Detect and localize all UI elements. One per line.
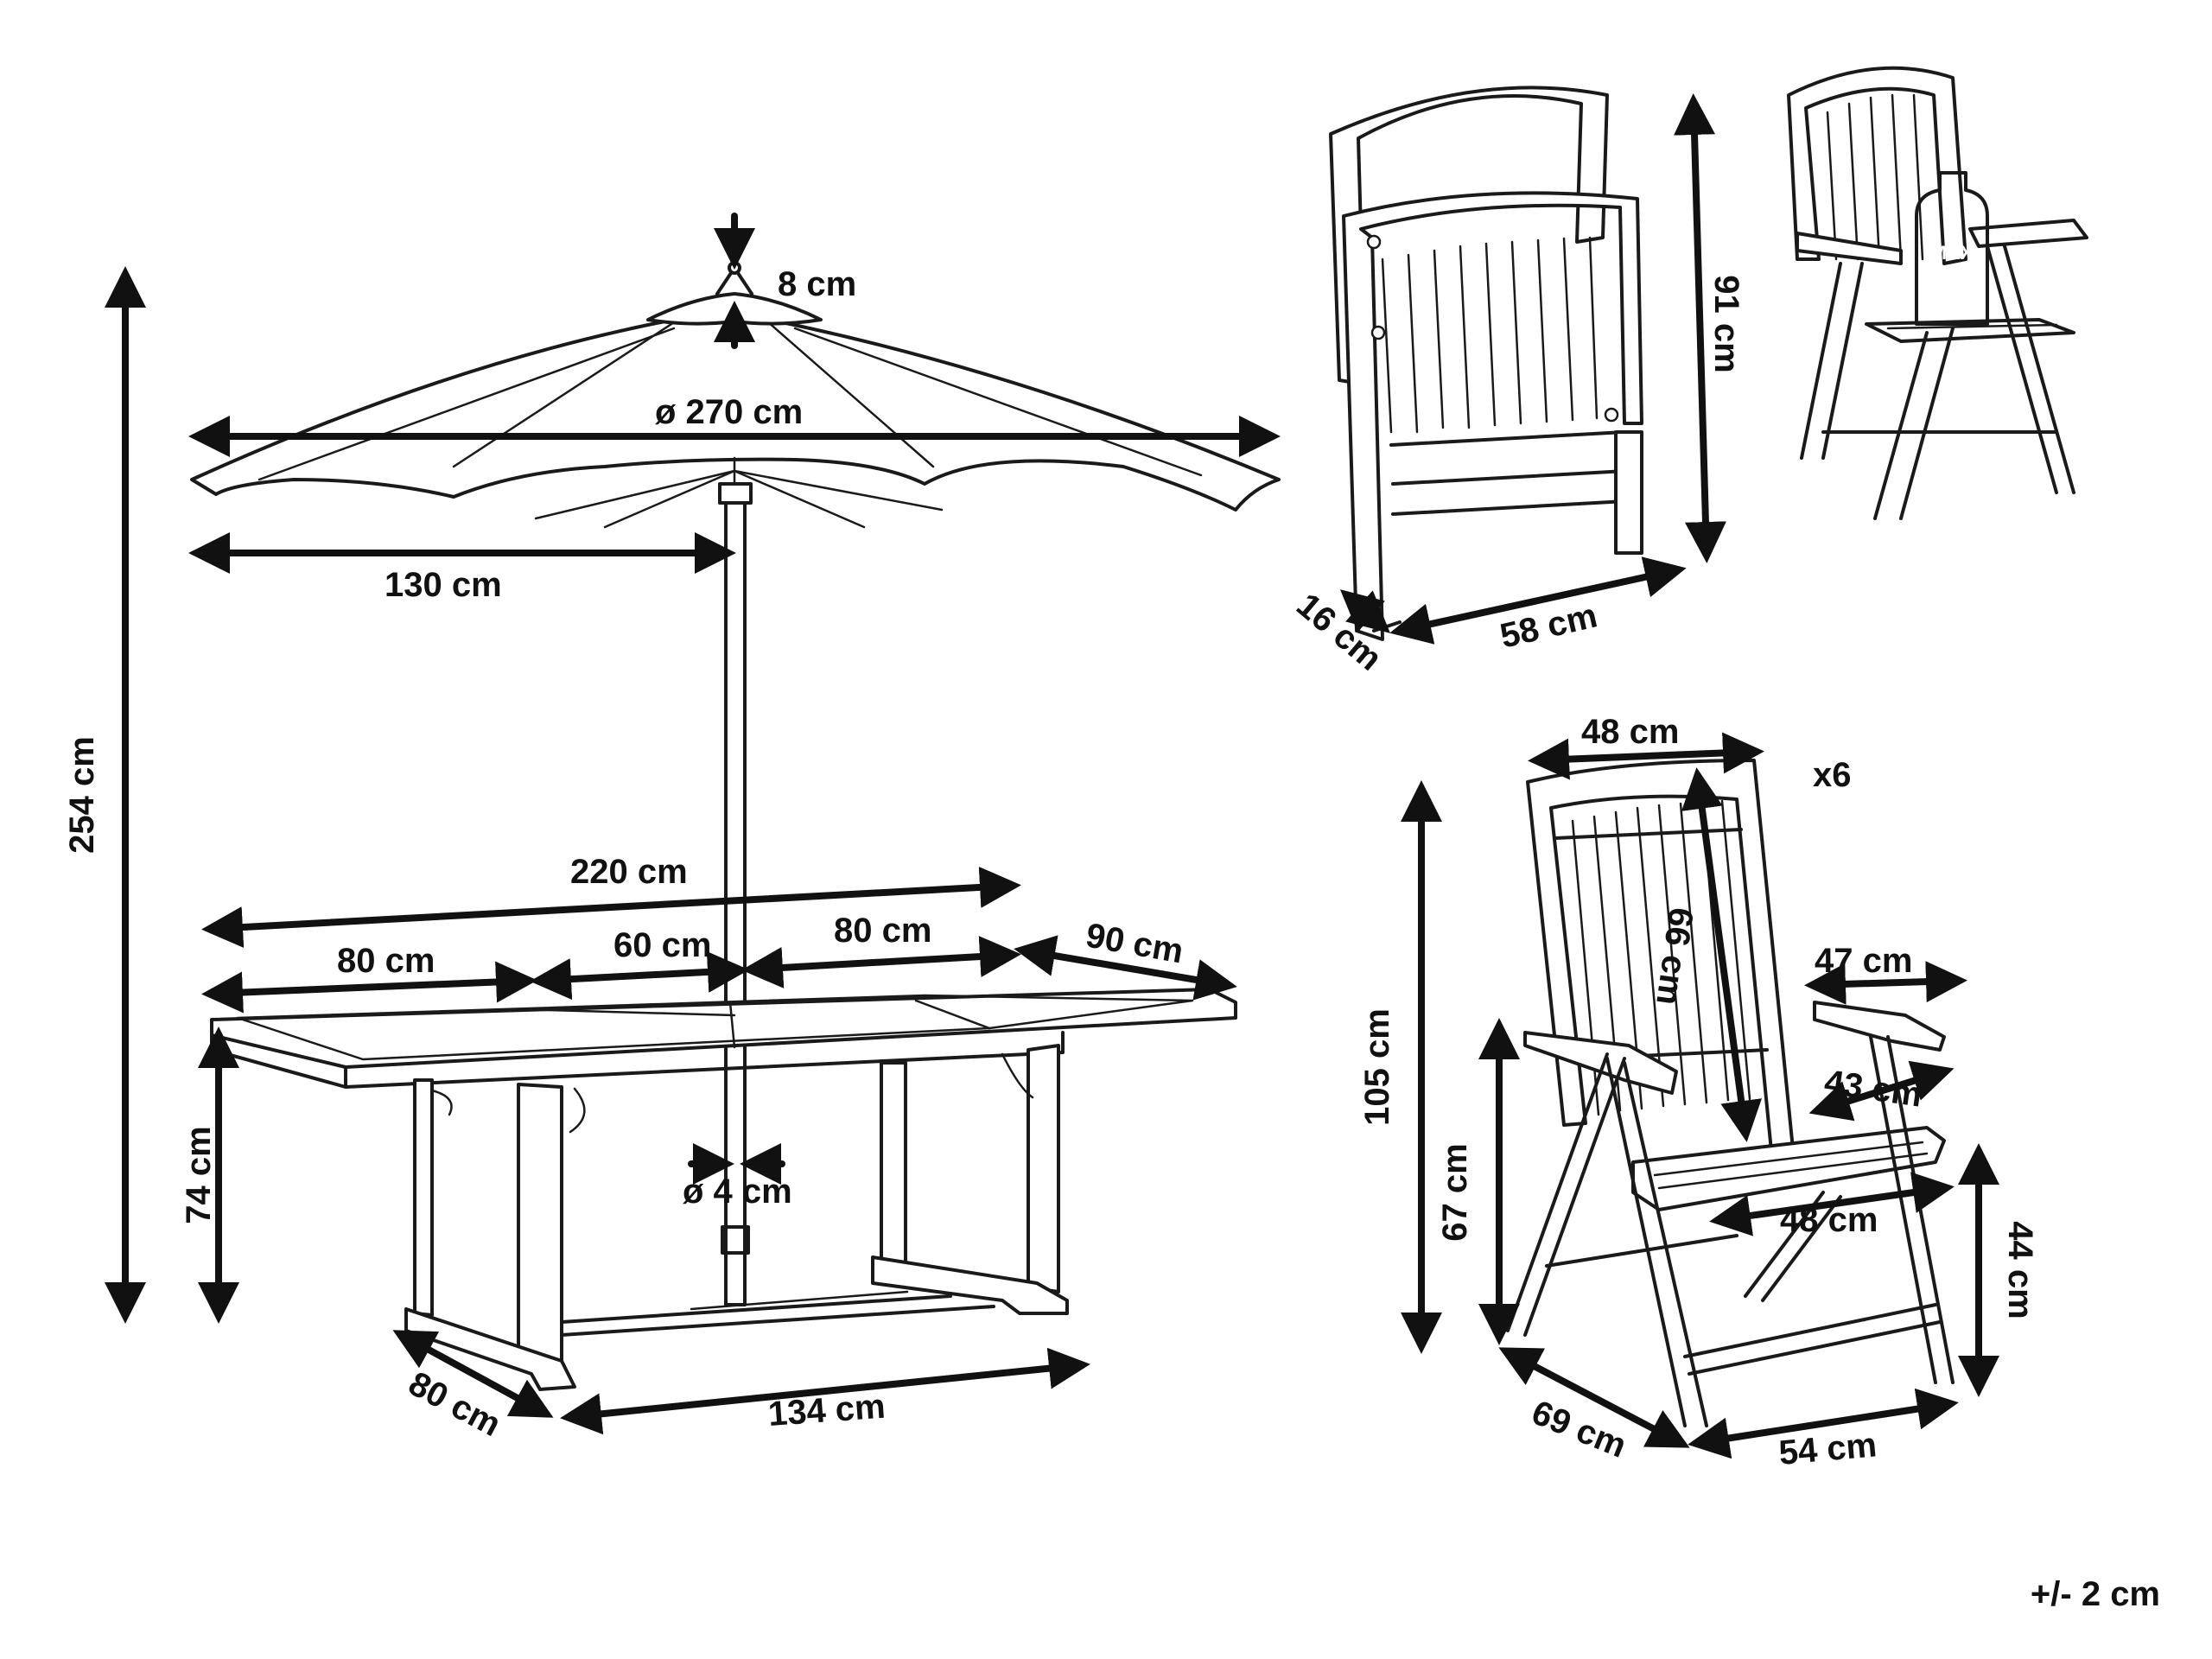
umbrella-radius-label: 130 cm	[385, 566, 502, 604]
chair-armrest-height-label: 67 cm	[1436, 1143, 1474, 1241]
chair-depth-label: 69 cm	[1527, 1394, 1632, 1465]
chair-seat-height-label: 44 cm	[2001, 1221, 2039, 1319]
table-depth-label: 80 cm	[403, 1364, 507, 1444]
table-base-label: 134 cm	[767, 1388, 887, 1433]
folded-height-label: 91 cm	[1707, 275, 1745, 372]
table-section-left-label: 80 cm	[337, 942, 435, 980]
umbrella-diameter-label: ø 270 cm	[655, 393, 803, 431]
chair-seat-width-label: 48 cm	[1780, 1201, 1878, 1239]
umbrella-height-label: 254 cm	[63, 736, 101, 854]
tolerance-label: +/- 2 cm	[2031, 1575, 2160, 1613]
pole-diameter-label: ø 4 cm	[683, 1173, 792, 1211]
dimension-lines	[105, 93, 1999, 1459]
table-extended-label: 220 cm	[570, 853, 688, 891]
folded-chair-drawing	[1329, 86, 1643, 641]
chair-backrest-height-label: 66 cm	[1649, 906, 1700, 1007]
umbrella-top-label: 8 cm	[778, 265, 856, 303]
chair-quantity-label: x6	[1813, 756, 1852, 794]
load-unit-label: kg	[1941, 298, 1963, 320]
table-section-right-label: 80 cm	[834, 912, 931, 950]
loaded-chair-drawing	[1787, 66, 2088, 520]
load-value-label: 160	[1924, 265, 1979, 302]
chair-width-label: 54 cm	[1777, 1426, 1878, 1472]
table-height-label: 74 cm	[180, 1126, 218, 1224]
chair-backrest-width-label: 48 cm	[1581, 713, 1679, 751]
table-section-middle-label: 60 cm	[613, 926, 711, 964]
load-max-label: MAX	[1931, 242, 1974, 264]
chair-armrest-width-label: 47 cm	[1815, 942, 1912, 980]
chair-total-height-label: 105 cm	[1358, 1008, 1396, 1126]
